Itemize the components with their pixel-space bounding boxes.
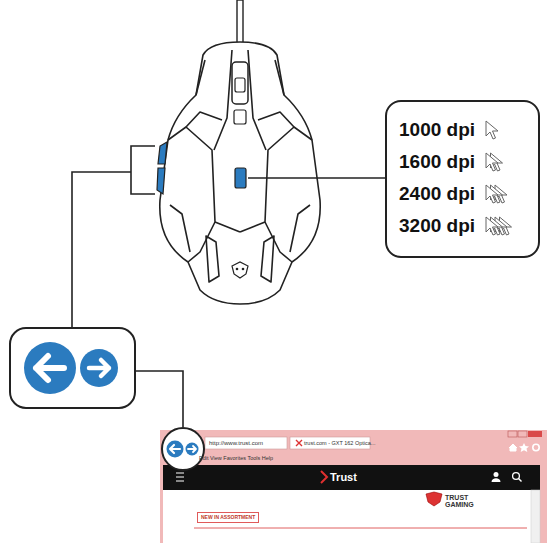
illustration-part [508,431,517,437]
browser-window [160,430,547,543]
dpi-button [235,168,246,188]
illustration-part [160,430,547,543]
illustration-part [163,465,540,490]
illustration-part [163,490,540,543]
illustration-part [80,349,118,387]
illustration-part [513,473,520,480]
illustration-part [232,262,248,278]
forward-icon [80,349,118,387]
illustration-part [205,437,287,449]
illustration-part [206,236,219,282]
dpi-level: 3200 dpi [399,210,538,242]
illustration-part [24,342,76,394]
illustration-part [492,478,501,482]
leader-line [248,177,385,179]
illustration-part [196,60,205,95]
illustration-part [236,268,239,271]
illustration-part [214,50,232,150]
cursor-icon [486,121,498,139]
brand-logo-text: TRUST GAMING [445,494,475,508]
scroll-wheel-inner [235,78,245,92]
cursor-icon [486,217,498,235]
illustration-part [215,222,240,232]
mouse-half [160,42,240,304]
dpi-level: 1000 dpi [399,114,538,146]
browser-forward-icon [186,443,199,456]
mouse-logo [232,262,248,278]
dpi-callout-box: 1000 dpi1600 dpi2400 dpi3200 dpi [385,100,540,258]
side-button-forward [158,142,167,164]
callout-box [10,328,135,408]
illustration-part [167,441,184,458]
illustration-part [168,127,215,262]
dpi-level: 2400 dpi [399,178,538,210]
illustration-part [509,444,517,451]
illustration-part [528,431,542,437]
illustration-part [170,445,180,453]
illustration-part [426,492,442,506]
tab-title: trust.com - GXT 162 Optica... [304,440,375,446]
back-icon [24,342,76,394]
illustration-part [186,112,222,127]
assortment-tag: NEW IN ASSORTMENT [197,512,259,523]
illustration-part [160,42,240,304]
browser-back-icon [167,441,184,458]
illustration-part [531,490,540,543]
side-button-back [157,168,165,194]
menu-bar: Edit View Favorites Tools Help [199,455,273,461]
tag-text: NEW IN ASSORTMENT [201,514,255,521]
illustration-part [176,473,184,481]
leader-line [72,146,155,328]
illustration-part [494,472,499,477]
illustration-part [194,528,527,529]
dpi-level: 1600 dpi [399,146,538,178]
illustration-part [186,443,199,456]
leader-line [135,371,183,427]
highlight-circle [162,428,204,470]
top-button [234,110,246,124]
illustration-part [518,431,527,437]
illustration-part [533,444,539,450]
mouse-cable [237,0,243,44]
cursor-icon [486,153,498,171]
illustration-part [170,205,190,252]
mouse-half-mirror [240,42,320,304]
address-text: http://www.trust.com [209,440,263,446]
illustration-part [89,360,109,376]
illustration-part [519,443,529,452]
illustration-part [519,479,522,482]
cursor-icon [486,185,498,203]
illustration-part [296,440,302,446]
scroll-wheel [232,62,248,104]
site-logo: Trust [330,471,357,483]
illustration-part [188,446,196,452]
illustration-part [36,356,64,380]
illustration-part [321,471,327,483]
illustration-part [242,268,245,271]
